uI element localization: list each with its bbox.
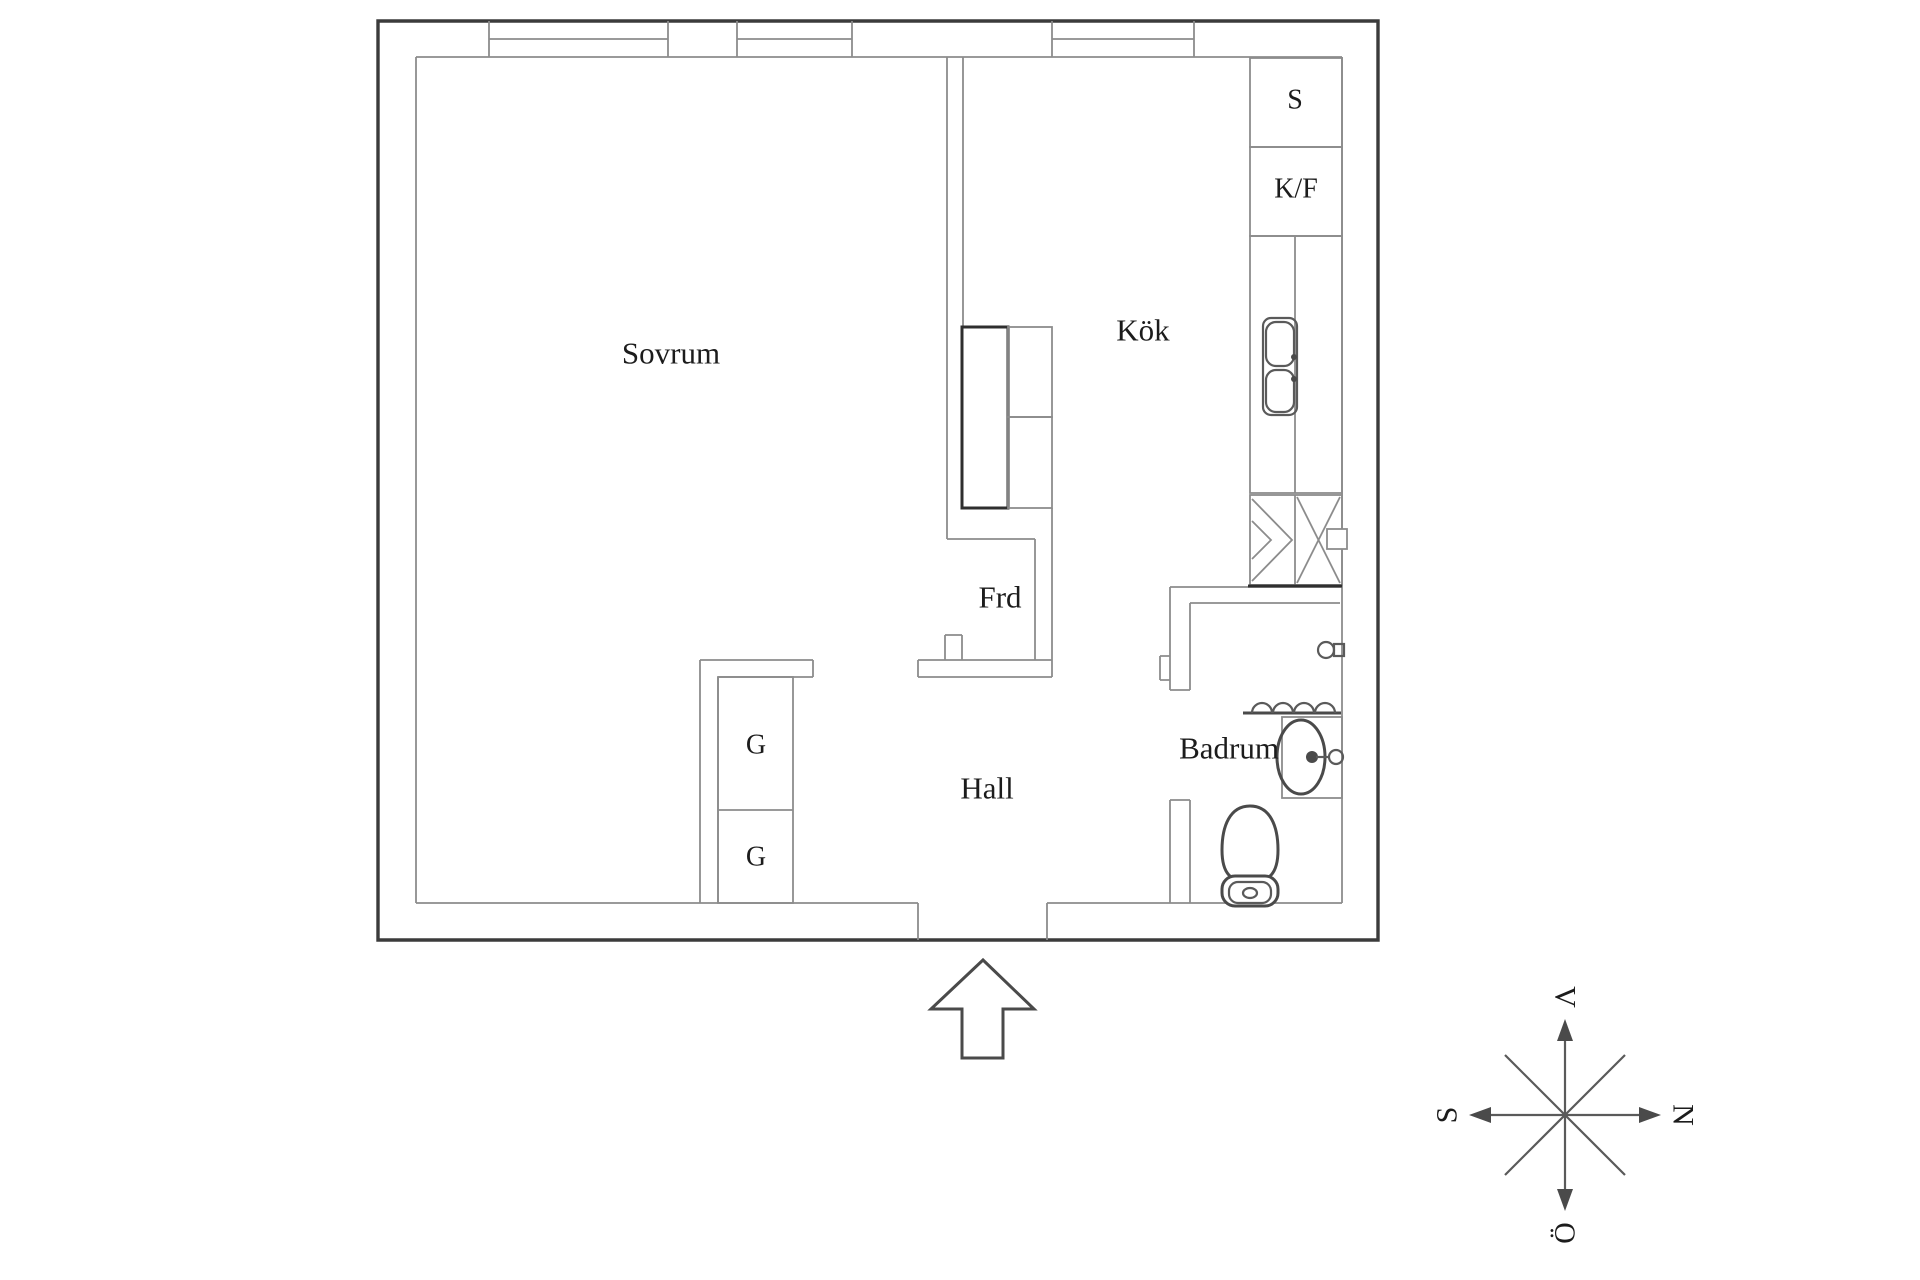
wardrobe-column (717, 676, 794, 904)
entry-arrow (927, 957, 1038, 1060)
compass-arrowhead-down (1557, 1189, 1573, 1211)
compass-label-south: S (1431, 1107, 1464, 1124)
wall-hook-icon (1316, 640, 1346, 660)
outer-wall (376, 19, 1380, 942)
inner-wall-faces (415, 56, 1343, 940)
compass-label-east: Ö (1549, 1222, 1582, 1244)
storage-label: Frd (978, 580, 1022, 615)
bathroom-label: Badrum (1179, 731, 1279, 766)
toilet (1220, 804, 1280, 908)
bedroom-kitchen-wall (946, 57, 964, 539)
compass-arrowhead-up (1557, 1019, 1573, 1041)
hob-symbol (1248, 494, 1348, 588)
kitchen-label: Kök (1116, 313, 1170, 348)
compass-arrowhead-left (1469, 1107, 1491, 1123)
stove-label: S (1287, 85, 1303, 116)
window-left (488, 21, 669, 57)
towel-rail (1243, 701, 1341, 715)
wardrobe-top-label: G (746, 730, 766, 761)
storage-walls (944, 508, 1053, 660)
kitchen-counter (1249, 235, 1343, 494)
wardrobe-bottom-label: G (746, 842, 766, 873)
compass-arrowhead-right (1639, 1107, 1661, 1123)
kitchen-sink (1261, 316, 1299, 417)
hall-label: Hall (960, 771, 1013, 806)
compass-rose: V N S Ö (1431, 986, 1700, 1244)
fridge-freezer-label: K/F (1274, 174, 1318, 205)
compass-label-west: V (1549, 986, 1582, 1008)
window-middle (736, 21, 853, 57)
washbasin (1275, 716, 1345, 799)
kitchen-cabinet-block (960, 325, 1053, 510)
compass-label-north: N (1667, 1104, 1700, 1126)
window-kitchen (1051, 21, 1195, 57)
bedroom-label: Sovrum (622, 336, 720, 371)
